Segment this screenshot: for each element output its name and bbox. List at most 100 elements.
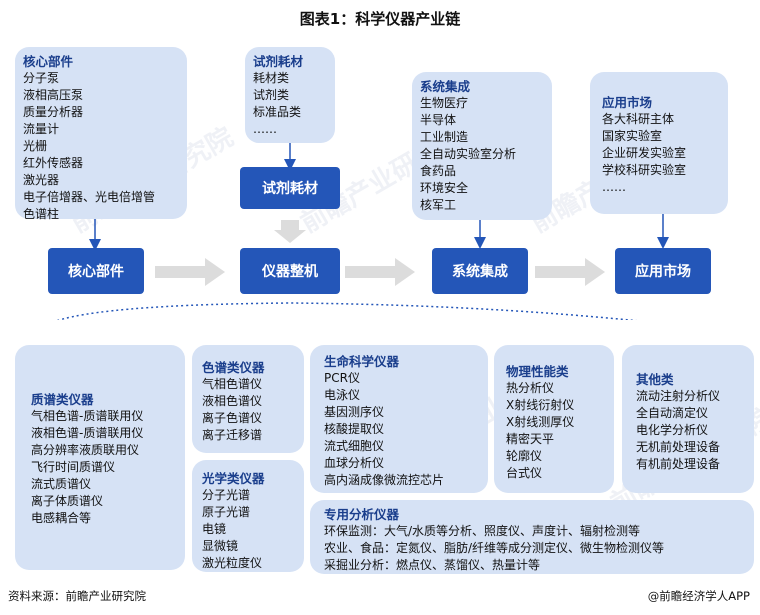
- life-science-panel: 生命科学仪器 PCR仪电泳仪基因测序仪核酸提取仪流式细胞仪血球分析仪高内涵成像微…: [310, 345, 488, 493]
- item-list: PCR仪电泳仪基因测序仪核酸提取仪流式细胞仪血球分析仪高内涵成像微流控芯片: [324, 370, 474, 489]
- page-title: 图表1：科学仪器产业链: [299, 10, 461, 28]
- list-item: 企业研发实验室: [602, 146, 687, 160]
- connector-arrows: [57, 143, 669, 320]
- list-item: 液相色谱仪: [202, 394, 263, 408]
- list-item: 离子迁移谱: [202, 428, 263, 442]
- list-item: 流量计: [23, 122, 60, 136]
- list-item: 离子体质谱仪: [31, 494, 104, 508]
- item-list: 各大科研主体国家实验室企业研发实验室学校科研实验室 ……: [602, 111, 716, 196]
- list-item: X射线测厚仪: [506, 415, 575, 429]
- list-item: 质量分析器: [23, 105, 84, 119]
- panel-header: 试剂耗材: [253, 54, 304, 69]
- list-item: 激光粒度仪: [202, 556, 263, 570]
- item-list: 耗材类试剂类标准品类 ……: [253, 70, 327, 138]
- item-list: 环保监测：大气/水质等分析、照度仪、声度计、辐射检测等农业、食品：定氮仪、脂肪/…: [324, 523, 744, 574]
- list-item: 流式细胞仪: [324, 439, 385, 453]
- list-item: 无机前处理设备: [636, 440, 721, 454]
- list-item: 液相色谱-质谱联用仪: [31, 426, 144, 440]
- item-list: 气相色谱-质谱联用仪液相色谱-质谱联用仪高分辨率液质联用仪飞行时间质谱仪流式质谱…: [31, 408, 173, 527]
- panel-header: 物理性能类: [506, 364, 569, 379]
- mass-spec-panel: 质谱类仪器 气相色谱-质谱联用仪液相色谱-质谱联用仪高分辨率液质联用仪飞行时间质…: [15, 345, 185, 570]
- list-item: 轮廓仪: [506, 449, 543, 463]
- list-item: 分子泵: [23, 71, 60, 85]
- list-item: 全自动实验室分析: [420, 147, 517, 161]
- optical-panel: 光学类仪器 分子光谱原子光谱电镜显微镜激光粒度仪: [192, 460, 304, 572]
- list-item: 流动注射分析仪: [636, 389, 721, 403]
- list-item: 食药品: [420, 164, 457, 178]
- list-item: 高内涵成像微流控芯片: [324, 473, 445, 487]
- brand-note: @前瞻经济学人APP: [647, 589, 750, 603]
- list-item: 高分辨率液质联用仪: [31, 443, 140, 457]
- reagent-panel: 试剂耗材 耗材类试剂类标准品类 ……: [245, 47, 335, 143]
- item-list: 气相色谱仪液相色谱仪离子色谱仪离子迁移谱: [202, 376, 294, 444]
- panel-header: 生命科学仪器: [324, 354, 400, 369]
- list-item: 试剂类: [253, 88, 290, 102]
- special-analysis-panel: 专用分析仪器 环保监测：大气/水质等分析、照度仪、声度计、辐射检测等农业、食品：…: [310, 500, 754, 574]
- item-list: 生物医疗半导体工业制造全自动实验室分析食药品环境安全核军工: [420, 95, 544, 214]
- list-item: 有机前处理设备: [636, 457, 721, 471]
- panel-header: 色谱类仪器: [202, 360, 265, 375]
- list-item: 原子光谱: [202, 505, 251, 519]
- list-item: 环保监测：大气/水质等分析、照度仪、声度计、辐射检测等: [324, 524, 641, 538]
- system-integration-panel: 系统集成 生物医疗半导体工业制造全自动实验室分析食药品环境安全核军工: [412, 72, 552, 220]
- panel-header: 系统集成: [420, 79, 471, 94]
- panel-header: 质谱类仪器: [31, 392, 94, 407]
- list-item: 流式质谱仪: [31, 477, 92, 491]
- list-item: 电泳仪: [324, 388, 361, 402]
- list-item: 红外传感器: [23, 156, 84, 170]
- list-item: 色谱柱: [23, 207, 60, 221]
- list-item: 电镜: [202, 522, 227, 536]
- list-item: 电感耦合等: [31, 511, 92, 525]
- core-parts-box: 核心部件: [48, 248, 144, 294]
- list-item: 农业、食品：定氮仪、脂肪/纤维等成分测定仪、微生物检测仪等: [324, 541, 665, 555]
- list-item: ……: [602, 180, 626, 194]
- source-note: 资料来源：前瞻产业研究院: [8, 589, 146, 603]
- list-item: 分子光谱: [202, 488, 251, 502]
- list-item: 采掘业分析：燃点仪、蒸馏仪、热量计等: [324, 558, 541, 572]
- list-item: 离子色谱仪: [202, 411, 263, 425]
- item-list: 热分析仪 X射线衍射仪 X射线测厚仪精密天平轮廓仪台式仪: [506, 380, 604, 482]
- market-panel: 应用市场 各大科研主体国家实验室企业研发实验室学校科研实验室 ……: [590, 72, 728, 214]
- chromatography-panel: 色谱类仪器 气相色谱仪液相色谱仪离子色谱仪离子迁移谱: [192, 345, 304, 453]
- list-item: 血球分析仪: [324, 456, 385, 470]
- list-item: 电化学分析仪: [636, 423, 709, 437]
- list-item: 核军工: [420, 198, 457, 212]
- list-item: 标准品类: [253, 105, 302, 119]
- list-item: 热分析仪: [506, 381, 555, 395]
- core-parts-panel: 核心部件 分子泵液相高压泵质量分析器流量计光栅红外传感器激光器电子倍增器、光电倍…: [15, 47, 187, 221]
- list-item: 全自动滴定仪: [636, 406, 709, 420]
- list-item: 学校科研实验室: [602, 163, 687, 177]
- list-item: 半导体: [420, 113, 457, 127]
- panel-header: 核心部件: [23, 54, 74, 69]
- item-list: 流动注射分析仪全自动滴定仪电化学分析仪无机前处理设备有机前处理设备: [636, 388, 744, 473]
- list-item: PCR仪: [324, 371, 360, 385]
- item-list: 分子光谱原子光谱电镜显微镜激光粒度仪: [202, 487, 294, 572]
- list-item: ……: [253, 122, 277, 136]
- list-item: 激光器: [23, 173, 60, 187]
- panel-header: 应用市场: [602, 95, 653, 110]
- list-item: 台式仪: [506, 466, 543, 480]
- list-item: 基因测序仪: [324, 405, 385, 419]
- list-item: 工业制造: [420, 130, 469, 144]
- list-item: 各大科研主体: [602, 112, 675, 126]
- panel-header: 其他类: [636, 372, 674, 387]
- list-item: 核酸提取仪: [324, 422, 385, 436]
- other-panel: 其他类 流动注射分析仪全自动滴定仪电化学分析仪无机前处理设备有机前处理设备: [622, 345, 754, 493]
- panel-header: 专用分析仪器: [324, 507, 400, 522]
- list-item: 耗材类: [253, 71, 290, 85]
- list-item: 生物医疗: [420, 96, 469, 110]
- list-item: 电子倍增器、光电倍增管: [23, 190, 156, 204]
- list-item: 显微镜: [202, 539, 239, 553]
- list-item: 环境安全: [420, 181, 469, 195]
- system-integration-box: 系统集成: [432, 248, 528, 294]
- list-item: 液相高压泵: [23, 88, 84, 102]
- list-item: 气相色谱-质谱联用仪: [31, 409, 144, 423]
- instrument-box: 仪器整机: [240, 248, 340, 294]
- market-box: 应用市场: [615, 248, 711, 294]
- list-item: 国家实验室: [602, 129, 663, 143]
- list-item: 气相色谱仪: [202, 377, 263, 391]
- list-item: X射线衍射仪: [506, 398, 575, 412]
- list-item: 精密天平: [506, 432, 555, 446]
- panel-header: 光学类仪器: [202, 471, 265, 486]
- list-item: 飞行时间质谱仪: [31, 460, 116, 474]
